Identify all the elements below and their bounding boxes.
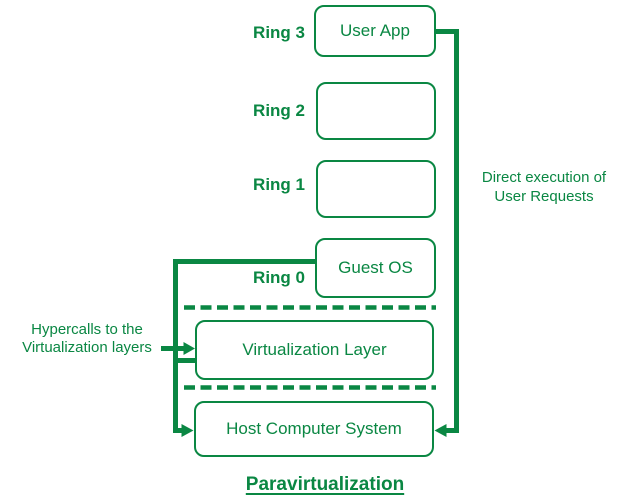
ring3-label: Ring 3 xyxy=(253,23,305,42)
annotation-hypercalls-line1: Hypercalls to the xyxy=(31,321,143,338)
direct-execution-line xyxy=(434,29,459,433)
box-user-app: User App xyxy=(314,5,436,57)
annotation-direct-execution-line2: User Requests xyxy=(494,188,594,205)
hypercalls-arrowhead xyxy=(183,342,195,355)
annotation-hypercalls: Hypercalls to the Virtualization layers xyxy=(0,321,174,357)
connector-virt-to-host xyxy=(173,358,195,437)
host-arrowhead xyxy=(181,424,194,437)
annotation-hypercalls-line2: Virtualization layers xyxy=(22,339,152,356)
diagram-title: Paravirtualization xyxy=(165,474,485,496)
direct-execution-arrowhead xyxy=(434,424,447,437)
annotation-direct-execution-line1: Direct execution of xyxy=(481,169,607,186)
ring2-label: Ring 2 xyxy=(253,101,305,120)
annotation-direct-execution: Direct execution of User Requests xyxy=(459,168,629,206)
diagram-title-text: Paravirtualization xyxy=(245,474,405,495)
connector-direct-execution xyxy=(434,29,459,437)
box-guest-os: Guest OS xyxy=(315,238,436,298)
box-ring2-empty xyxy=(316,82,436,140)
box-ring1-empty xyxy=(316,160,436,218)
ring1-label: Ring 1 xyxy=(253,175,305,194)
ring0-label: Ring 0 xyxy=(253,268,305,287)
box-virtualization-layer: Virtualization Layer xyxy=(195,320,434,380)
box-host-computer-system: Host Computer System xyxy=(194,401,434,457)
